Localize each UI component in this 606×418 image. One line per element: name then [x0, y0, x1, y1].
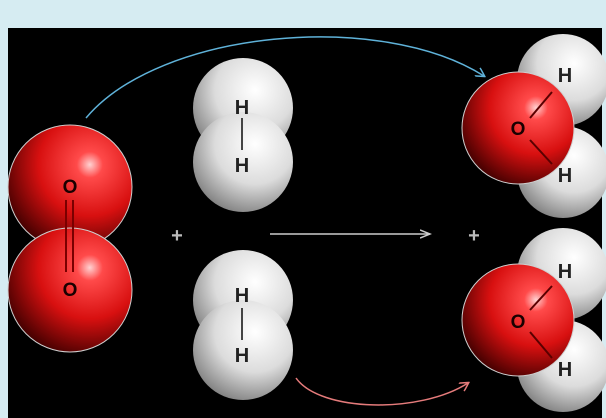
single-bond: [529, 91, 553, 119]
hydrogen-label: H: [235, 285, 249, 307]
electron-transfer-arrow-blue: [85, 36, 484, 119]
hydrogen-molecule: H H: [193, 250, 293, 400]
single-bond: [529, 331, 553, 359]
water-molecule: O H H: [461, 34, 606, 218]
hydrogen-label: H: [235, 155, 249, 177]
plus-sign: +: [171, 225, 183, 247]
oxygen-molecule: O O: [7, 124, 133, 353]
hydrogen-label: H: [235, 345, 249, 367]
hydrogen-label: H: [558, 65, 572, 87]
oxygen-label: O: [63, 177, 78, 198]
hydrogen-atom: [193, 300, 293, 400]
plus-sign: +: [468, 225, 480, 247]
single-bond: [529, 139, 553, 165]
oxygen-atom: [7, 227, 133, 353]
electron-transfer-arrow-red: [295, 377, 468, 406]
water-molecule: O H H: [461, 228, 606, 412]
oxygen-label: O: [511, 312, 526, 333]
oxygen-label: O: [63, 280, 78, 301]
hydrogen-label: H: [558, 261, 572, 283]
hydrogen-atom: [193, 112, 293, 212]
hydrogen-molecule: H H: [193, 58, 293, 212]
hydrogen-label: H: [558, 359, 572, 381]
oxygen-label: O: [511, 119, 526, 140]
hydrogen-label: H: [558, 165, 572, 187]
single-bond: [529, 285, 553, 311]
hydrogen-label: H: [235, 97, 249, 119]
